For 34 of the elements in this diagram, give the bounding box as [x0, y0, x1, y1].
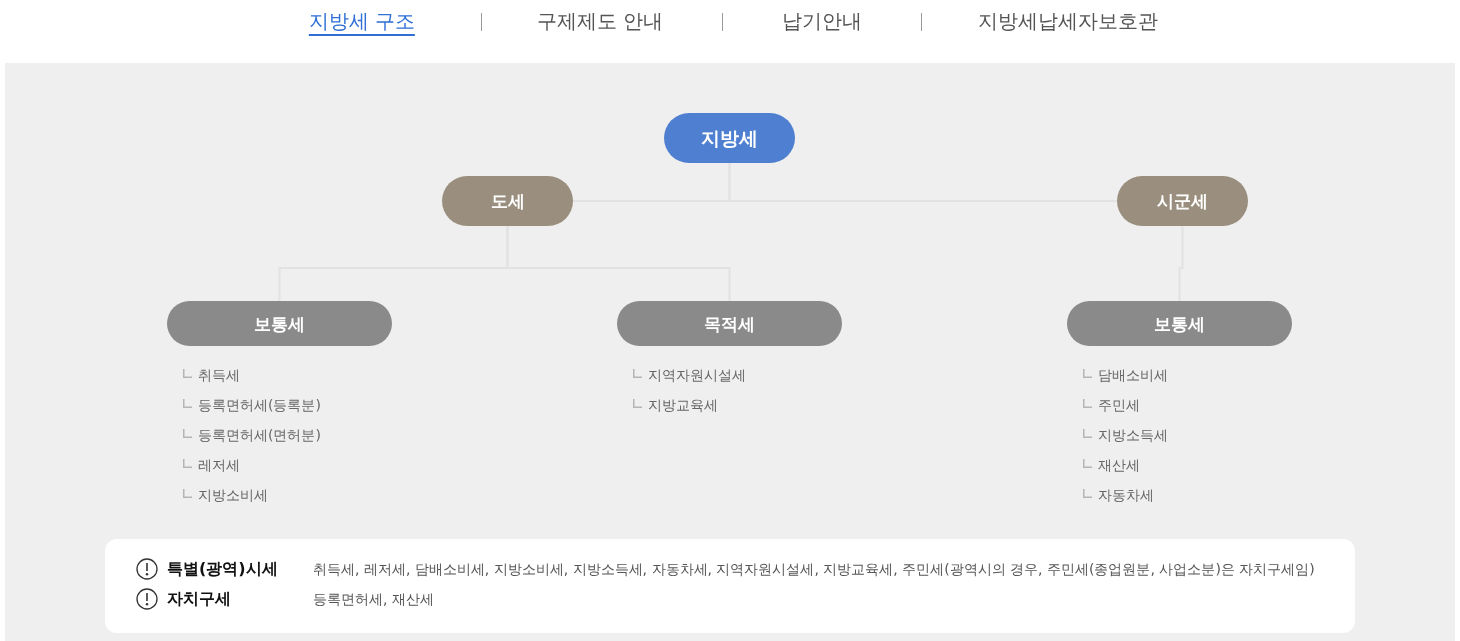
connector-line — [1178, 225, 1184, 302]
tax-item: 등록면허세(등록분) — [198, 396, 321, 415]
category-pill — [1067, 301, 1292, 346]
node-title: 목적세 — [704, 312, 755, 335]
tax-item: 지역자원시설세 — [648, 366, 746, 385]
tax-item: 레저세 — [198, 456, 240, 475]
tax-item: 주민세 — [1098, 396, 1140, 415]
tax-list-text: 취득세, 레저세, 담배소비세, 지방소비세, 지방소득세, 자동차세, 지역자원시설세, 지방교육세, 주민세(광역시의 경우, 주민세(종업원분, 사업소분)은 자치구세임) — [313, 560, 1315, 579]
region-heading: 특별(광역)시세 — [167, 558, 278, 580]
tax-item: 지방소비세 — [198, 486, 268, 505]
category-pill — [167, 301, 392, 346]
tax-item: 담배소비세 — [1098, 366, 1168, 385]
node-title: 시군세 — [1157, 190, 1208, 212]
node-title: 지방세 — [701, 127, 758, 149]
region-heading: 자치구세 — [167, 588, 231, 610]
tax-item: 자동차세 — [1098, 486, 1154, 505]
tax-item: 지방교육세 — [648, 396, 718, 415]
tax-item: 지방소득세 — [1098, 426, 1168, 445]
node-title: 도세 — [490, 190, 525, 212]
category-pill — [442, 176, 573, 226]
node-title: 보통세 — [254, 312, 305, 335]
nav-label: 납기안내 — [782, 8, 862, 34]
category-pill — [664, 113, 795, 163]
tax-item: 재산세 — [1098, 456, 1140, 475]
category-pill — [617, 301, 842, 346]
nav-label: 구제제도 안내 — [536, 8, 664, 34]
node-title: 보통세 — [1154, 312, 1205, 335]
category-pill — [1117, 176, 1248, 226]
note-panel — [105, 539, 1355, 633]
tax-item: 등록면허세(면허분) — [198, 426, 321, 445]
tax-list-text: 등록면허세, 재산세 — [313, 590, 434, 609]
tax-item: 취득세 — [198, 366, 240, 385]
active-nav-tab: 지방세 구조 — [308, 8, 416, 36]
nav-label: 지방세납세자보호관 — [978, 8, 1158, 34]
